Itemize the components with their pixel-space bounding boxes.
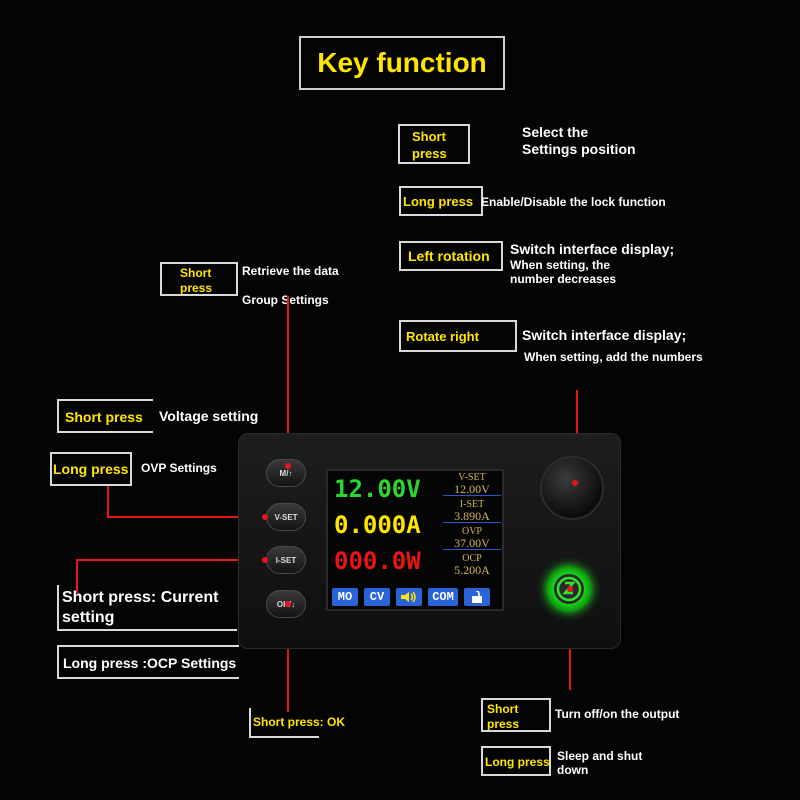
rotate-right-tag: Rotate right bbox=[399, 320, 517, 352]
iset-value: 3.890A bbox=[443, 510, 501, 523]
knob-short-press-tag: Short press bbox=[398, 124, 470, 164]
iset-long-press-tag: Long press :OCP Settings bbox=[57, 645, 239, 679]
m-button-desc: Retrieve the data Group Settings bbox=[242, 264, 339, 308]
leader-line-vset-h bbox=[107, 516, 265, 518]
ocp-value: 5.200A bbox=[454, 563, 490, 577]
vset-value: 12.00V bbox=[443, 483, 501, 496]
iset-short-press-tag: Short press: Current setting bbox=[57, 585, 237, 631]
left-rotation-tag: Left rotation bbox=[399, 241, 503, 271]
leader-line-iset-v bbox=[76, 559, 78, 593]
vset-short-desc: Voltage setting bbox=[159, 408, 259, 424]
speaker-icon-svg bbox=[401, 591, 416, 603]
leader-line-m bbox=[287, 296, 289, 468]
left-rotation-desc: Switch interface display; When setting, … bbox=[510, 241, 675, 287]
vset-long-desc: OVP Settings bbox=[141, 461, 217, 475]
power-short-press-tag: Short press bbox=[481, 698, 551, 732]
leader-line-ok bbox=[287, 604, 289, 712]
m-up-button[interactable]: M/↑ bbox=[266, 459, 306, 487]
voltage-readout: 12.00V bbox=[334, 475, 421, 503]
leader-line-vset-v bbox=[107, 486, 109, 517]
vset-long-press-tag: Long press bbox=[50, 452, 132, 486]
lock-icon bbox=[464, 588, 490, 606]
power-long-desc: Sleep and shut down bbox=[557, 749, 643, 778]
lock-icon-svg bbox=[472, 591, 482, 603]
leader-line-iset-h bbox=[76, 559, 266, 561]
vset-label: V-SET bbox=[458, 472, 486, 483]
ovp-label: OVP bbox=[461, 526, 482, 537]
lcd-screen: 12.00V 0.000A 000.0W V-SET 12.00V I-SET … bbox=[326, 469, 504, 611]
leader-dot-m bbox=[285, 463, 291, 469]
leader-dot-ok bbox=[285, 601, 291, 607]
power-long-press-tag: Long press bbox=[481, 746, 551, 776]
vset-short-press-tag: Short press bbox=[57, 399, 153, 433]
m-button-short-press-tag: Short press bbox=[160, 262, 238, 296]
knob-icon[interactable] bbox=[540, 456, 604, 520]
knob-long-press-tag: Long press bbox=[399, 186, 483, 216]
rotate-right-desc: Switch interface display; When setting, … bbox=[522, 327, 703, 364]
status-com: COM bbox=[428, 588, 458, 606]
iset-label: I-SET bbox=[459, 499, 485, 510]
status-cv: CV bbox=[364, 588, 390, 606]
speaker-icon bbox=[396, 588, 422, 606]
status-mo: MO bbox=[332, 588, 358, 606]
leader-dot-vset bbox=[262, 514, 268, 520]
knob-short-desc: Select the Settings position bbox=[522, 124, 636, 157]
power-readout: 000.0W bbox=[334, 547, 421, 575]
settings-panel: V-SET 12.00V I-SET 3.890A OVP 37.00V OCP… bbox=[443, 473, 501, 576]
ok-short-press-tag: Short press: OK bbox=[249, 708, 345, 738]
knob-long-desc: Enable/Disable the lock function bbox=[481, 195, 666, 209]
power-short-desc: Turn off/on the output bbox=[555, 707, 680, 721]
knob-indicator bbox=[572, 480, 578, 486]
ocp-label: OCP bbox=[462, 553, 482, 564]
ovp-value: 37.00V bbox=[443, 537, 501, 550]
leader-dot-power bbox=[567, 586, 573, 592]
iset-button[interactable]: I-SET bbox=[266, 546, 306, 574]
vset-button[interactable]: V-SET bbox=[266, 503, 306, 531]
leader-dot-iset bbox=[262, 557, 268, 563]
current-readout: 0.000A bbox=[334, 511, 421, 539]
page-title: Key function bbox=[299, 36, 505, 90]
